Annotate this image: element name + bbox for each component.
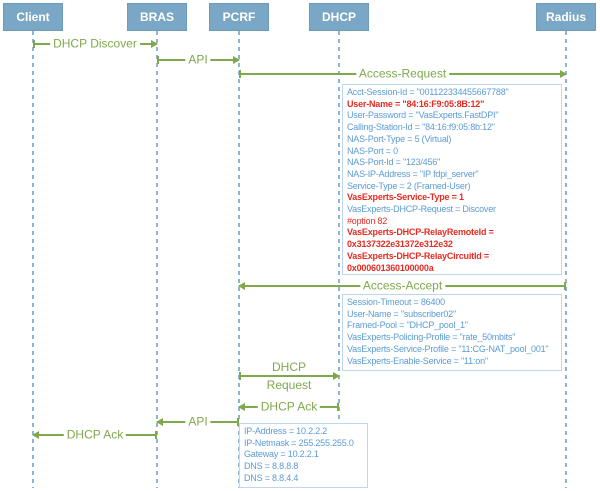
- message-dhcp-request: DHCP Request: [239, 361, 340, 392]
- arrow-origin-tick: [564, 281, 566, 290]
- attribute-line: VasExperts-DHCP-RelayCircuitId =: [347, 250, 489, 261]
- attribute-line: IP-Address = 10.2.2.2: [244, 426, 328, 436]
- attribute-line: 0x3137322e31372e312e32: [347, 239, 453, 250]
- message-label: DHCP Discover: [50, 37, 140, 51]
- actor-pcrf-label: PCRF: [222, 10, 256, 24]
- attribute-line: User-Name = "84:16:F9:05:8B:12": [347, 98, 485, 109]
- message-label: API: [185, 415, 211, 429]
- attribute-line: Service-Type = 2 (Framed-User): [347, 180, 471, 191]
- actor-radius: Radius: [536, 3, 596, 31]
- message-label: API: [185, 53, 211, 67]
- attributes-box-access-request: Acct-Session-Id = "001122334455667788" U…: [342, 84, 562, 275]
- arrow-head-right-icon: [333, 371, 340, 380]
- message-access-request: Access-Request: [239, 67, 567, 81]
- attribute-line: Calling-Station-Id = "84:16:f9:05:8b:12": [347, 122, 495, 133]
- arrow-head-left-icon: [156, 417, 163, 426]
- actor-dhcp-label: DHCP: [321, 10, 356, 24]
- attribute-line: NAS-Port-Type = 5 (Virtual): [347, 133, 452, 144]
- actor-pcrf: PCRF: [209, 3, 269, 31]
- attribute-line: Framed-Pool = "DHCP_pool_1": [347, 320, 468, 331]
- attribute-line: 0x000601360100000a: [347, 262, 434, 273]
- attribute-line: User-Password = "VasExperts.FastDPI": [347, 110, 499, 121]
- arrow-head-right-icon: [151, 39, 158, 48]
- actor-client-label: Client: [16, 10, 50, 24]
- arrow-origin-tick: [157, 55, 159, 64]
- attribute-line: VasExperts-DHCP-Request = Discover: [347, 204, 496, 215]
- attribute-line: IP-Netmask = 255.255.255.0: [244, 437, 354, 448]
- attributes-box-access-accept: Session-Timeout = 86400 User-Name = "sub…: [342, 294, 562, 371]
- attribute-line: DNS = 8.8.4.4: [244, 472, 299, 483]
- actor-client: Client: [3, 3, 63, 31]
- arrow-head-right-icon: [560, 69, 567, 78]
- attribute-line: #option 82: [347, 215, 388, 226]
- attribute-line: NAS-IP-Address = "IP fdpi_server": [347, 168, 479, 179]
- attribute-line: User-Name = "subscriber02": [347, 308, 456, 319]
- actor-radius-label: Radius: [545, 10, 586, 24]
- attribute-line: VasExperts-Policing-Profile = "rate_50mb…: [347, 332, 516, 343]
- message-dhcp-discover: DHCP Discover: [33, 37, 158, 51]
- attribute-line: NAS-Port-Id = "123/456": [347, 157, 441, 168]
- attribute-line: DNS = 8.8.8.8: [244, 461, 299, 472]
- arrow-origin-tick: [155, 430, 157, 439]
- attribute-line: NAS-Port = 0: [347, 145, 398, 156]
- message-access-accept: Access-Accept: [238, 279, 566, 293]
- message-label: Access-Accept: [359, 279, 446, 293]
- lifeline-bras: [156, 31, 158, 488]
- arrow-head-left-icon: [238, 402, 245, 411]
- arrow-head-right-icon: [233, 55, 240, 64]
- arrow-head-left-icon: [32, 430, 39, 439]
- message-label: DHCP Ack: [63, 428, 127, 442]
- message-label-line1: DHCP: [268, 361, 310, 375]
- message-api-response: API: [156, 415, 239, 429]
- actor-bras-label: BRAS: [139, 10, 174, 24]
- attribute-line: Acct-Session-Id = "001122334455667788": [347, 87, 509, 97]
- attribute-line: VasExperts-Enable-Service = "11:on": [347, 355, 488, 366]
- actor-dhcp: DHCP: [309, 3, 369, 31]
- message-label-line2: Request: [263, 378, 315, 392]
- lifeline-pcrf: [238, 31, 240, 488]
- arrow-origin-tick: [239, 69, 241, 78]
- arrow-origin-tick: [33, 39, 35, 48]
- attribute-line: VasExperts-DHCP-RelayRemoteId =: [347, 227, 494, 238]
- lifeline-client: [32, 31, 34, 488]
- attributes-box-dhcp-ack: IP-Address = 10.2.2.2 IP-Netmask = 255.2…: [239, 423, 368, 488]
- message-dhcp-ack-client: DHCP Ack: [32, 428, 157, 442]
- attribute-line: VasExperts-Service-Type = 1: [347, 192, 464, 203]
- message-label: DHCP Ack: [257, 400, 321, 414]
- message-dhcp-ack-pcrf: DHCP Ack: [238, 400, 339, 414]
- attribute-line: VasExperts-Service-Profile = "11:CG-NAT_…: [347, 343, 549, 354]
- message-label: Access-Request: [355, 67, 450, 81]
- arrow-origin-tick: [239, 371, 241, 380]
- arrow-origin-tick: [337, 402, 339, 411]
- actor-bras: BRAS: [127, 3, 187, 31]
- message-api-request: API: [157, 53, 240, 67]
- lifeline-dhcp: [338, 31, 340, 488]
- attribute-line: Session-Timeout = 86400: [347, 297, 445, 307]
- lifeline-radius: [565, 31, 567, 488]
- arrow-origin-tick: [237, 417, 239, 426]
- arrow-head-left-icon: [238, 281, 245, 290]
- attribute-line: Gateway = 10.2.2.1: [244, 449, 319, 460]
